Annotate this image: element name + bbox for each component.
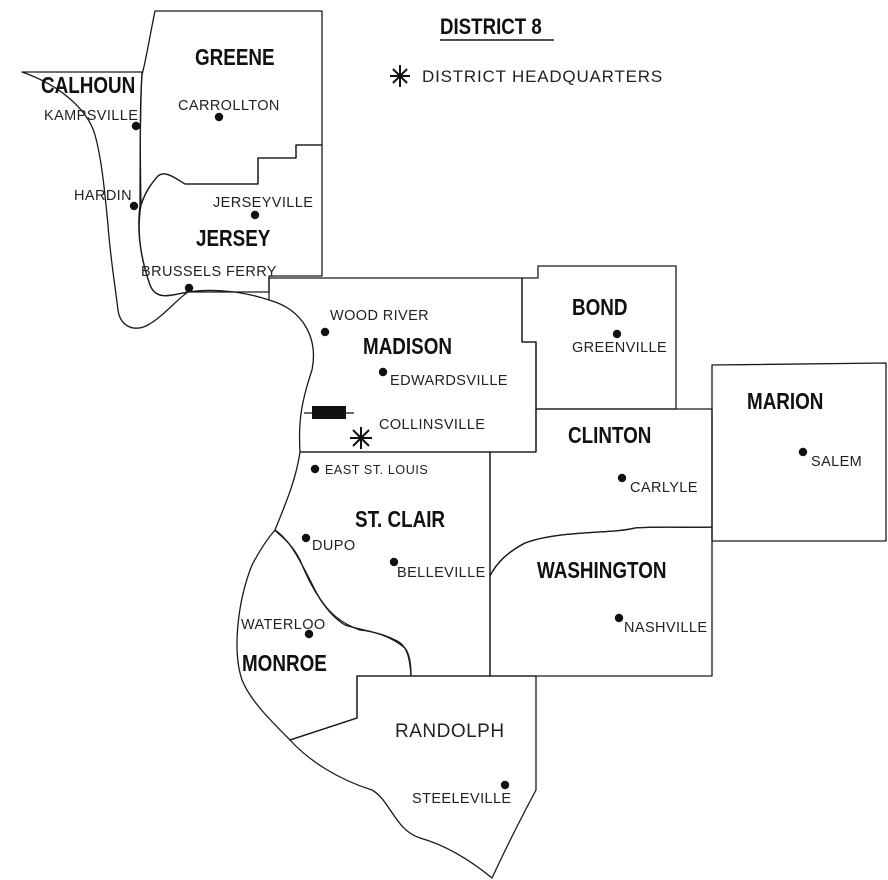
jersey-county-boundary (138, 144, 323, 297)
city-label-kampsville: KAMPSVILLE (44, 108, 138, 124)
city-label-carrollton: CARROLLTON (178, 98, 280, 114)
legend: DISTRICT HEADQUARTERS (390, 65, 663, 87)
city-dot-belleville (389, 557, 399, 567)
city-label-east-st-louis: EAST ST. LOUIS (325, 463, 428, 477)
county-label-greene: GREENE (195, 45, 275, 70)
county-label-st-clair: ST. CLAIR (355, 507, 445, 532)
city-label-belleville: BELLEVILLE (397, 565, 486, 581)
city-dot-carrollton (214, 112, 224, 122)
city-labels: KAMPSVILLE CARROLLTON HARDIN JERSEYVILLE… (44, 98, 862, 807)
county-label-calhoun: CALHOUN (41, 73, 135, 98)
legend-headquarters-label: DISTRICT HEADQUARTERS (422, 67, 663, 86)
county-label-marion: MARION (747, 389, 823, 414)
city-label-greenville: GREENVILLE (572, 340, 667, 356)
city-label-salem: SALEM (811, 454, 862, 470)
county-label-monroe: MONROE (242, 651, 327, 676)
city-dot-carlyle (617, 473, 627, 483)
map-title-text: DISTRICT 8 (440, 16, 542, 40)
city-dot-hardin (129, 201, 139, 211)
monroe-county-boundary (236, 529, 412, 741)
bond-county-boundary (521, 265, 677, 410)
asterisk-icon (390, 65, 410, 87)
city-dot-kampsville (131, 121, 141, 131)
city-dot-greenville (612, 329, 622, 339)
city-label-carlyle: CARLYLE (630, 480, 698, 496)
randolph-county-boundary (289, 675, 537, 879)
county-label-washington: WASHINGTON (537, 558, 666, 583)
county-label-bond: BOND (572, 295, 627, 320)
city-dot-steeleville (500, 780, 510, 790)
city-label-brussels-ferry: BRUSSELS FERRY (141, 264, 277, 280)
county-boundaries (21, 10, 887, 879)
county-label-clinton: CLINTON (568, 423, 651, 448)
county-label-jersey: JERSEY (196, 226, 270, 251)
city-dot-nashville (614, 613, 624, 623)
city-label-collinsville: COLLINSVILLE (379, 417, 485, 433)
city-label-steeleville: STEELEVILLE (412, 791, 512, 807)
calhoun-county-boundary (21, 71, 189, 329)
city-dot-waterloo (304, 629, 314, 639)
city-dot-east-st-louis (310, 464, 320, 474)
st-clair-county-boundary (274, 451, 491, 677)
county-label-randolph: RANDOLPH (395, 721, 505, 742)
city-dot-wood-river (320, 327, 330, 337)
city-label-hardin: HARDIN (74, 188, 132, 204)
city-dot-brussels-ferry (184, 283, 194, 293)
city-dots (129, 112, 808, 790)
city-label-waterloo: WATERLOO (241, 617, 326, 633)
headquarters-asterisk-icon (350, 427, 372, 449)
city-dot-dupo (301, 533, 311, 543)
washington-county-boundary (489, 526, 713, 677)
map-title: DISTRICT 8 (440, 16, 554, 41)
city-label-edwardsville: EDWARDSVILLE (390, 373, 508, 389)
city-label-nashville: NASHVILLE (624, 620, 707, 636)
city-label-jerseyville: JERSEYVILLE (213, 195, 313, 211)
county-labels: CALHOUN GREENE JERSEY MADISON BOND MARIO… (41, 45, 823, 742)
bridge-icon (304, 406, 354, 419)
city-dot-salem (798, 447, 808, 457)
river-bank (187, 289, 270, 301)
city-label-dupo: DUPO (312, 538, 356, 554)
county-label-madison: MADISON (363, 334, 452, 359)
city-dot-jerseyville (250, 210, 260, 220)
city-label-wood-river: WOOD RIVER (330, 308, 429, 324)
city-dot-edwardsville (378, 367, 388, 377)
